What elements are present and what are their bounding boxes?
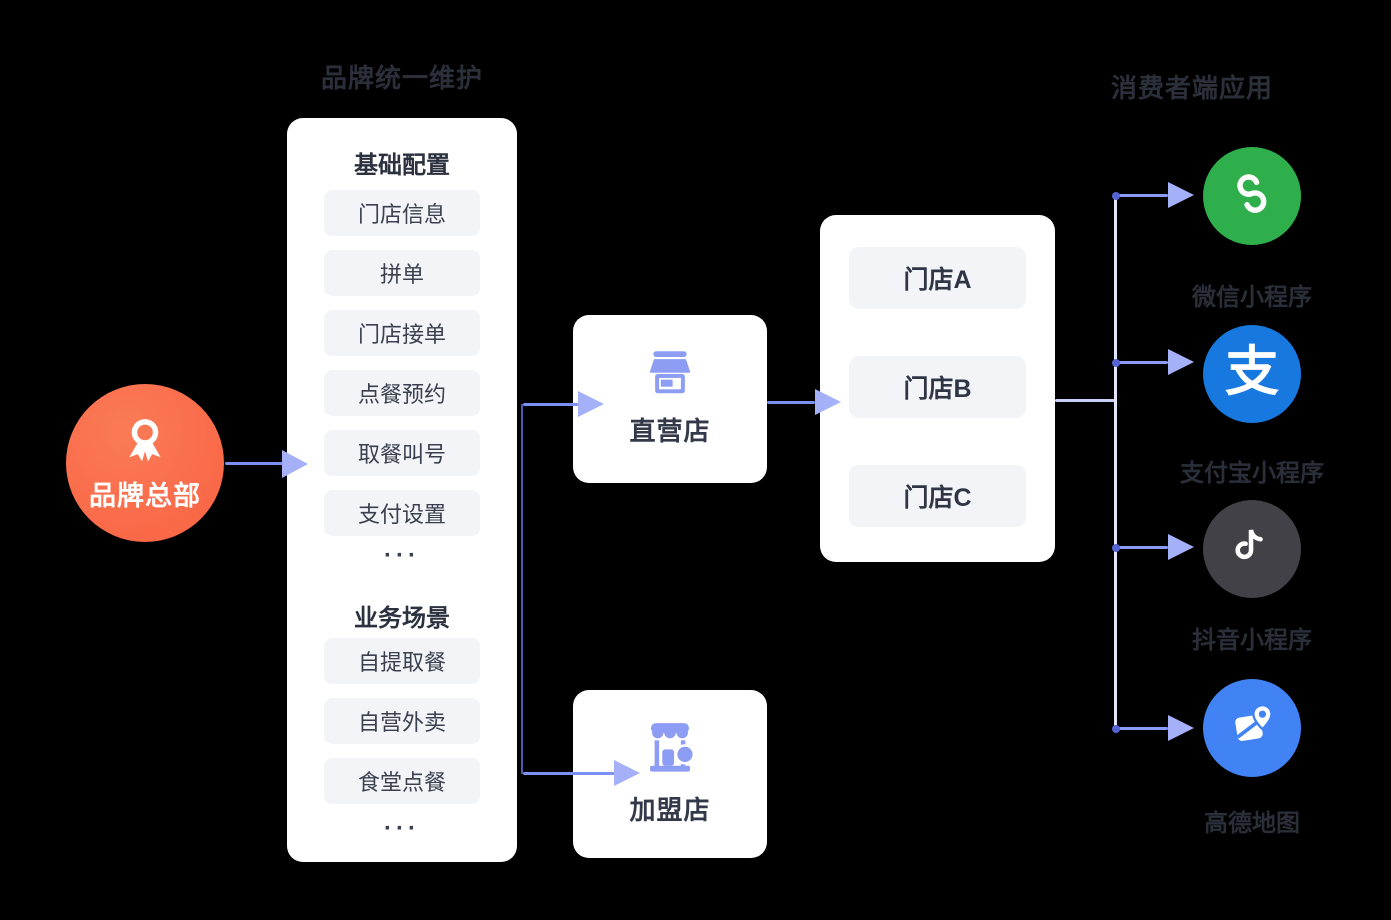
pill-store-a: 门店A [849, 247, 1026, 309]
pill-payment-config: 支付设置 [324, 490, 480, 536]
junction-dot [1112, 359, 1120, 367]
junction-dot [1112, 725, 1120, 733]
amap-map-pin-icon [1223, 697, 1281, 760]
franchise-store-label: 加盟店 [629, 795, 711, 825]
douyin-miniprogram-label: 抖音小程序 [1192, 627, 1312, 654]
junction-dot [1112, 192, 1120, 200]
arrow-hq-to-card-head [282, 450, 308, 478]
amap-label: 高德地图 [1204, 810, 1300, 837]
section-heading-business-scene: 业务场景 [354, 605, 450, 632]
left-group-title: 品牌统一维护 [320, 63, 483, 93]
right-branch-spine [1114, 194, 1117, 731]
stores-to-spine-line [1055, 399, 1115, 402]
maintenance-card: 基础配置 门店信息 拼单 门店接单 点餐预约 取餐叫号 支付设置 ··· 业务场… [287, 118, 517, 862]
pill-self-delivery: 自营外卖 [324, 698, 480, 744]
brand-hq-label: 品牌总部 [89, 481, 201, 511]
pill-store-b: 门店B [849, 356, 1026, 418]
arrow-to-alipay-head [1168, 349, 1194, 375]
pill-self-pickup: 自提取餐 [324, 638, 480, 684]
alipay-miniprogram-label: 支付宝小程序 [1180, 460, 1324, 487]
arrow-to-wechat-line [1117, 194, 1168, 197]
arrow-to-alipay-line [1117, 361, 1168, 364]
stores-card: 门店A 门店B 门店C [820, 215, 1055, 562]
douyin-icon [1226, 521, 1278, 578]
wechat-miniprogram-node [1203, 147, 1301, 245]
wechat-miniprogram-icon [1223, 165, 1281, 228]
ellipsis-business-scene: ··· [384, 815, 420, 842]
wechat-miniprogram-label: 微信小程序 [1192, 284, 1312, 311]
junction-dot [1112, 544, 1120, 552]
arrow-to-direct-line [523, 403, 579, 406]
ellipsis-basic-config: ··· [384, 542, 420, 569]
alipay-miniprogram-node: 支 [1203, 325, 1301, 423]
brand-hq-node: 品牌总部 [66, 384, 224, 542]
amap-node [1203, 679, 1301, 777]
arrow-direct-to-stores-head [815, 389, 841, 415]
right-group-title: 消费者端应用 [1111, 73, 1274, 103]
pill-canteen-order: 食堂点餐 [324, 758, 480, 804]
arrow-hq-to-card-line [225, 462, 285, 465]
pill-pickup-call: 取餐叫号 [324, 430, 480, 476]
douyin-miniprogram-node [1203, 500, 1301, 598]
section-heading-basic-config: 基础配置 [354, 152, 450, 179]
pill-group-order: 拼单 [324, 250, 480, 296]
arrow-to-wechat-head [1168, 182, 1194, 208]
pill-store-c: 门店C [849, 465, 1026, 527]
franchise-store-icon [641, 721, 699, 781]
arrow-to-franchise-line [523, 772, 616, 775]
pill-store-accept: 门店接单 [324, 310, 480, 356]
arrow-to-amap-line [1117, 727, 1168, 730]
pill-order-booking: 点餐预约 [324, 370, 480, 416]
arrow-to-amap-head [1168, 715, 1194, 741]
arrow-to-direct-head [578, 391, 604, 417]
direct-store-label: 直营店 [629, 415, 711, 446]
arrow-to-douyin-head [1168, 534, 1194, 560]
award-medal-icon [118, 413, 172, 472]
alipay-icon: 支 [1225, 342, 1279, 402]
storefront-icon [642, 350, 698, 402]
direct-store-node: 直营店 [573, 315, 767, 483]
arrow-to-douyin-line [1117, 546, 1168, 549]
arrow-to-franchise-head [614, 760, 640, 786]
arrow-direct-to-stores-line [767, 401, 815, 404]
mid-branch-spine [521, 404, 523, 774]
pill-store-info: 门店信息 [324, 190, 480, 236]
